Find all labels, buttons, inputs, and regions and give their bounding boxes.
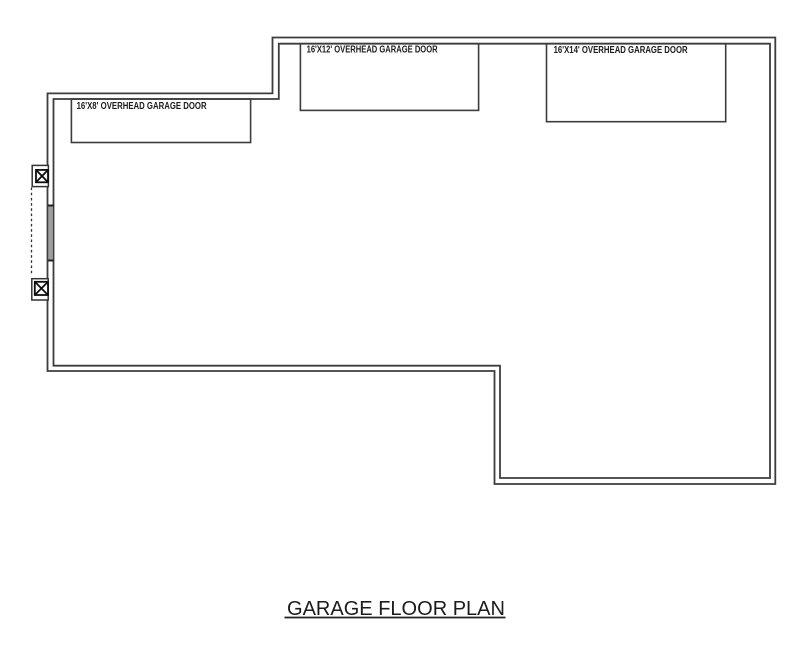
svg-text:16'X14' OVERHEAD GARAGE DOOR: 16'X14' OVERHEAD GARAGE DOOR — [554, 45, 689, 56]
svg-text:16'X12' OVERHEAD GARAGE DOOR: 16'X12' OVERHEAD GARAGE DOOR — [307, 45, 439, 56]
svg-text:16'X8' OVERHEAD GARAGE DOOR: 16'X8' OVERHEAD GARAGE DOOR — [77, 101, 208, 112]
svg-text:GARAGE FLOOR PLAN: GARAGE FLOOR PLAN — [287, 598, 505, 620]
